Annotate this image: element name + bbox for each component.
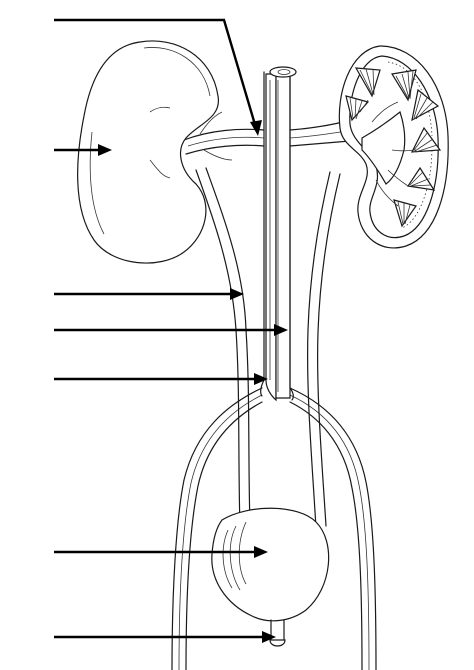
renal-vessels (183, 111, 365, 161)
arrow-aorta (54, 324, 288, 336)
renal-pyramids (345, 67, 442, 228)
great-vessels (260, 66, 297, 402)
arrow-vena-cava (54, 373, 268, 385)
label-arrows (54, 18, 288, 643)
arrow-kidney (54, 144, 112, 156)
bladder (211, 507, 330, 647)
arrow-ureter (54, 288, 244, 300)
arrow-renal-vessel (54, 18, 262, 136)
arrow-bladder (54, 546, 268, 558)
arrow-urethra (54, 631, 276, 643)
kidney-section (338, 45, 449, 249)
iliac-vessels (171, 387, 377, 670)
renal-pelvis (359, 99, 417, 207)
kidney-outer (77, 40, 219, 264)
